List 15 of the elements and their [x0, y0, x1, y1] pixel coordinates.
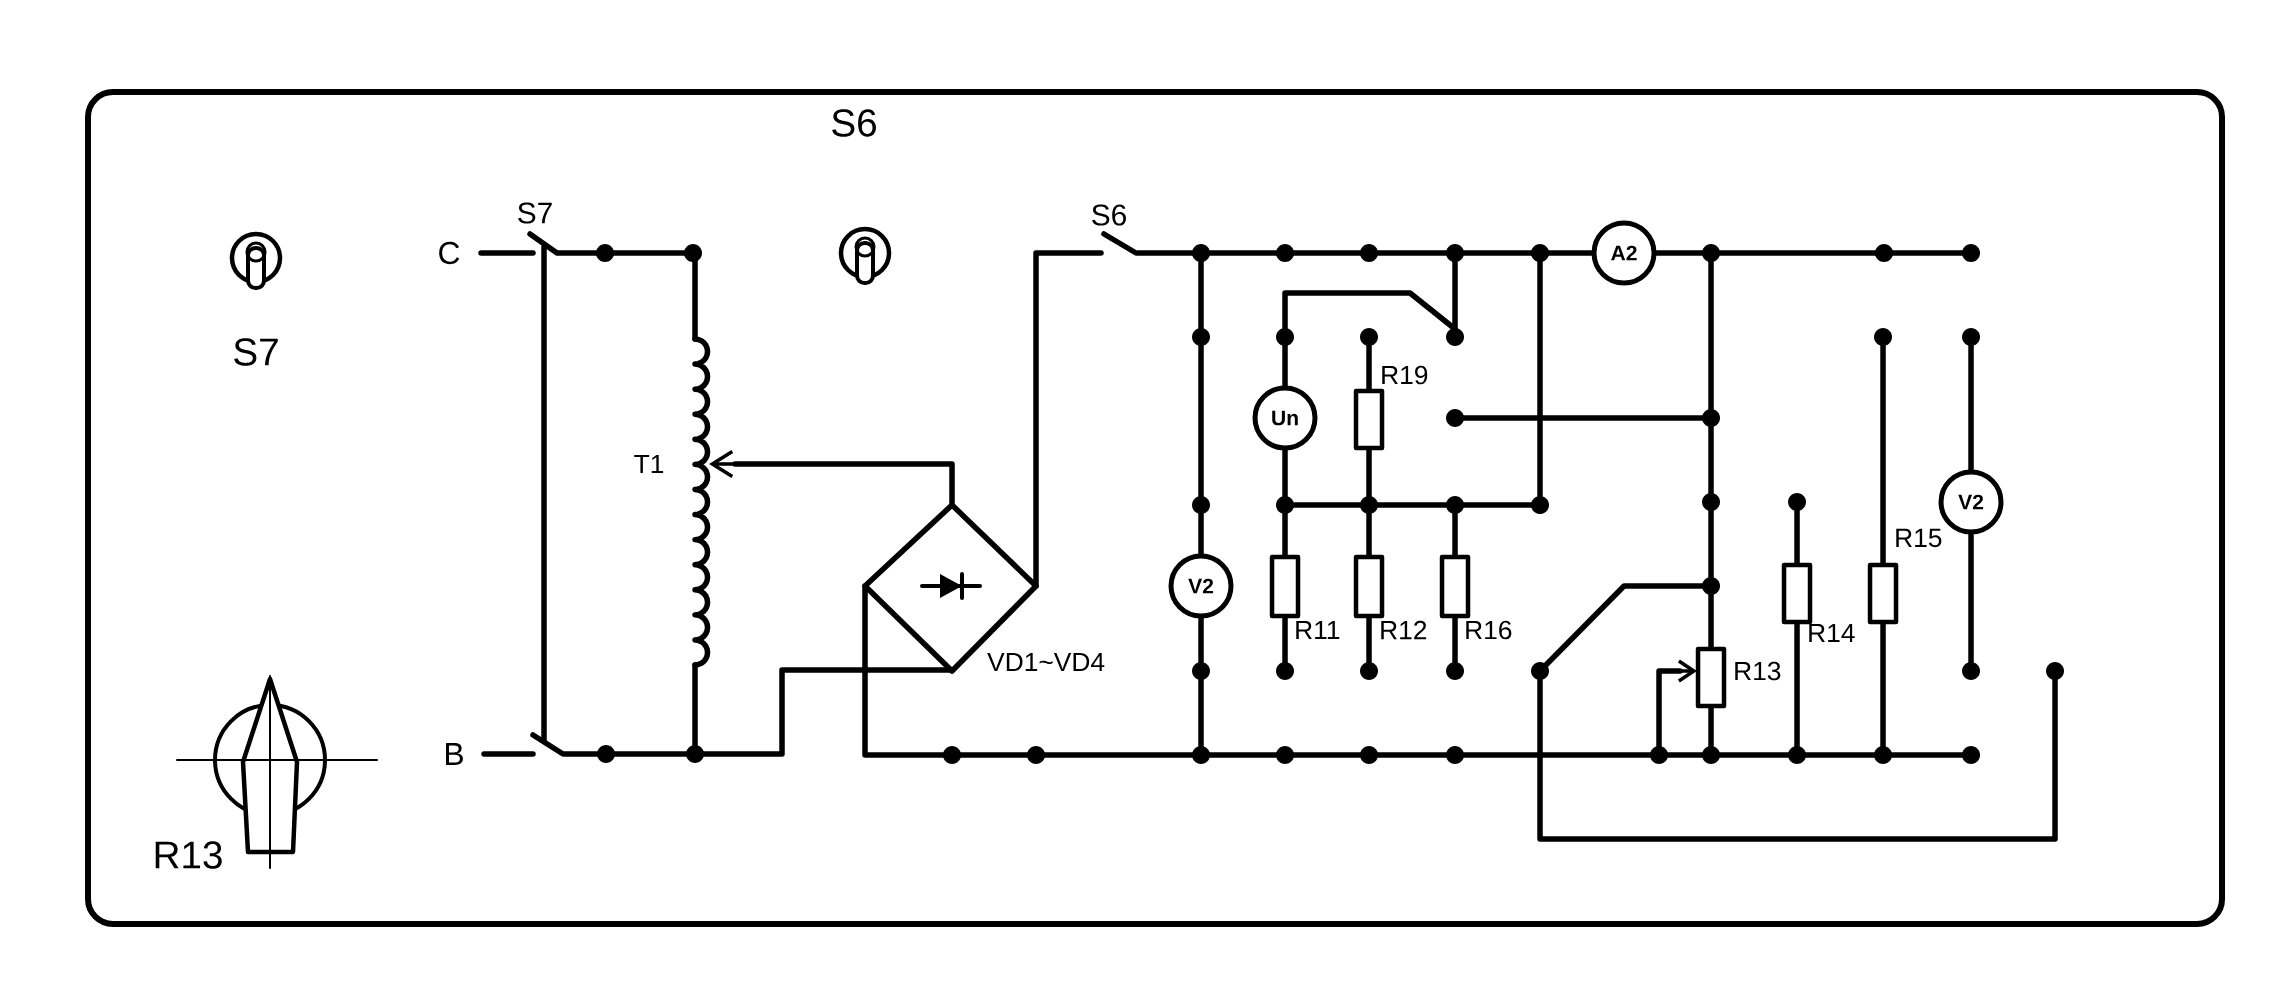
component-label: C	[439, 241, 460, 265]
component-label: T1	[634, 454, 664, 474]
component-label: R14	[1809, 623, 1855, 643]
component-label: S7	[234, 338, 278, 366]
component-label: S6	[832, 109, 876, 137]
component-label: R13	[155, 841, 222, 869]
component-label: R13	[1735, 661, 1781, 681]
component-label: R16	[1466, 620, 1512, 640]
component-label: R19	[1382, 365, 1428, 385]
component-label: B	[446, 743, 463, 765]
component-label: S7	[518, 202, 552, 224]
component-label: R12	[1381, 620, 1427, 640]
component-label: R11	[1296, 620, 1340, 640]
component-label: S6	[1092, 204, 1126, 226]
component-label: VD1~VD4	[987, 652, 1105, 672]
